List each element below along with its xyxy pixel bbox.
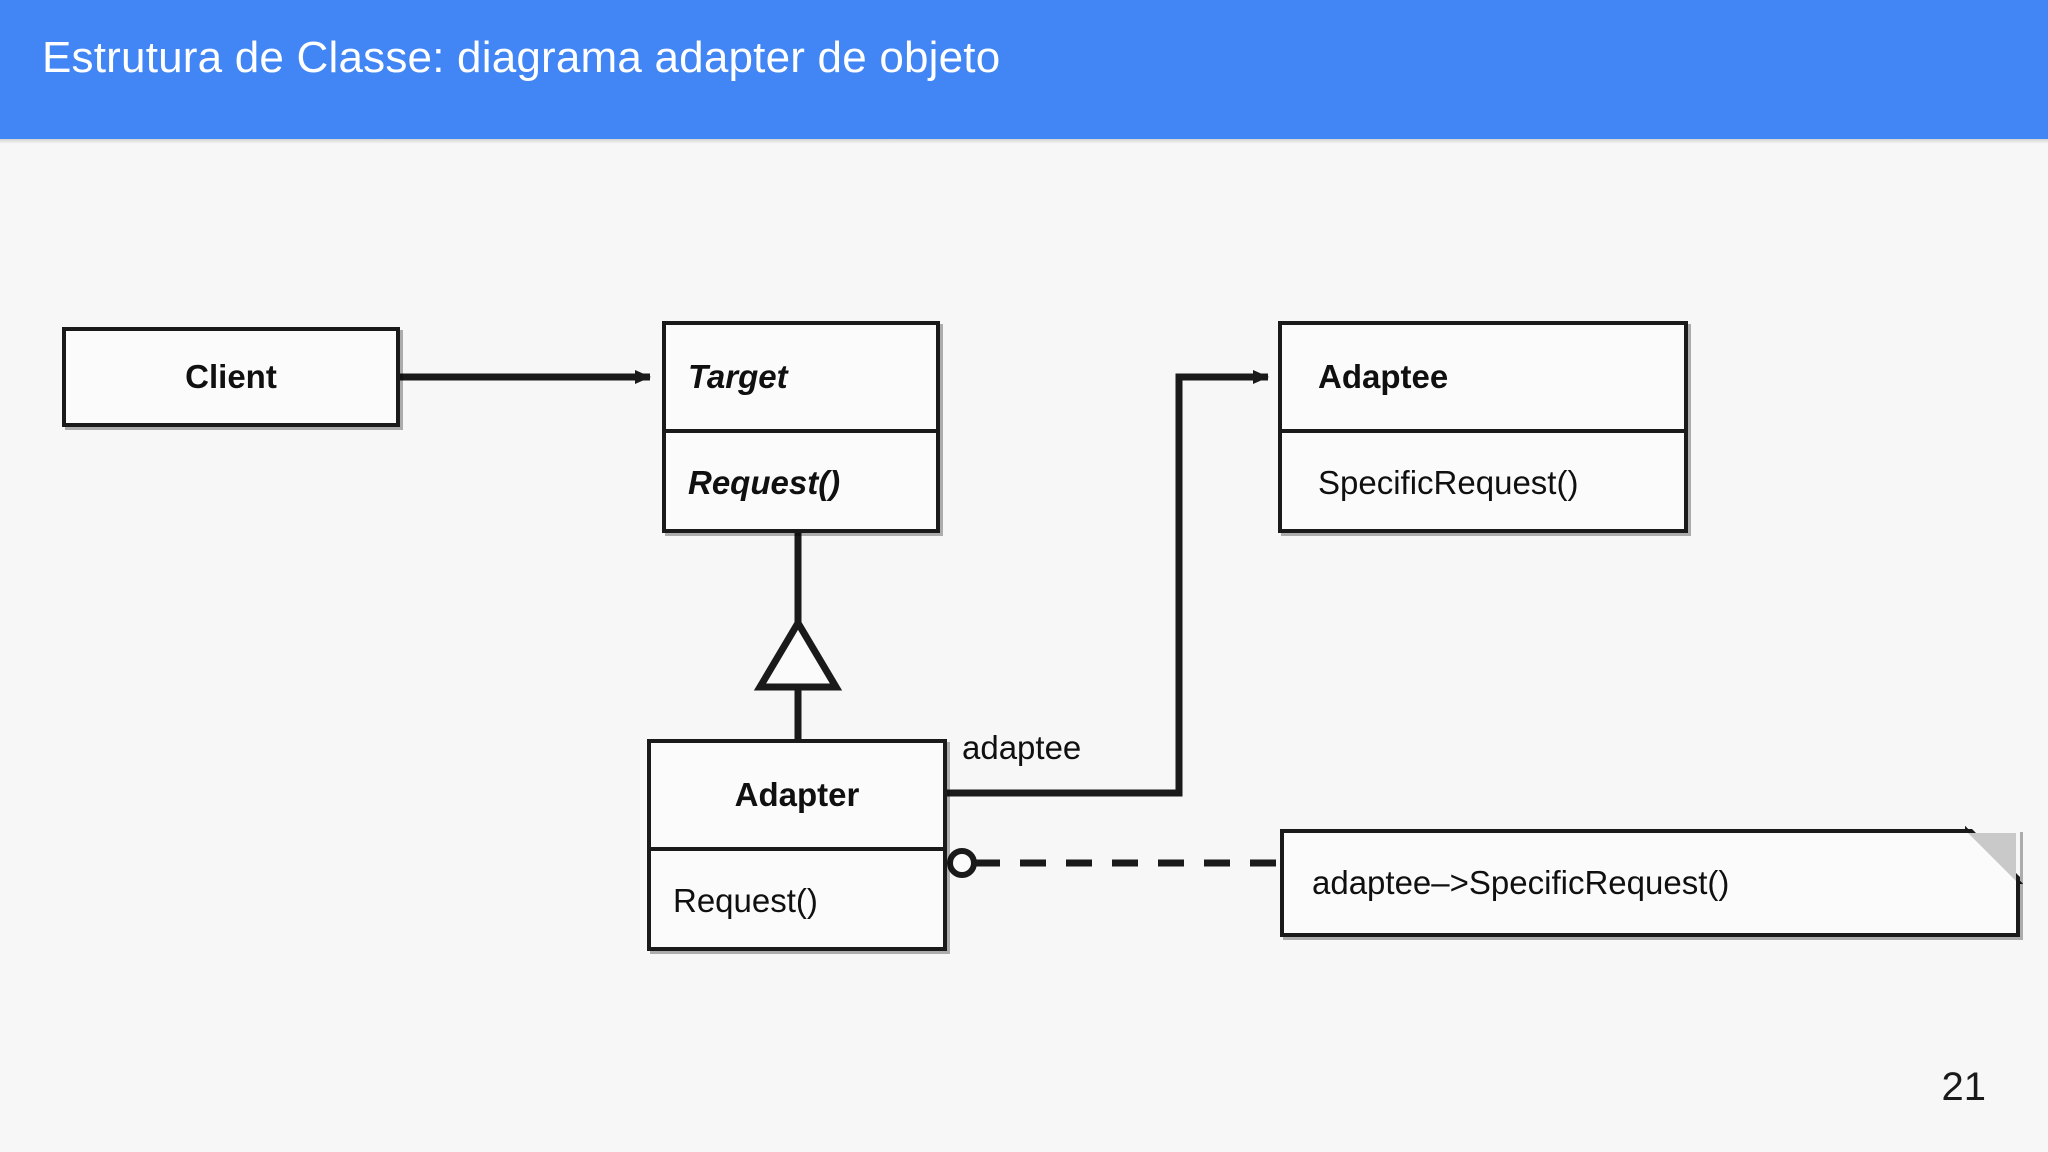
uml-class-adaptee[interactable]: Adaptee SpecificRequest()	[1278, 321, 1688, 533]
compartment-divider	[651, 847, 943, 851]
page-number: 21	[1941, 1065, 1987, 1109]
operation-socket-icon	[947, 848, 977, 878]
uml-diagram: Client Target Request() Adaptee Specific…	[62, 199, 2024, 1079]
class-operation-adaptee-specificrequest: SpecificRequest()	[1318, 464, 1579, 501]
uml-note[interactable]: adaptee–>SpecificRequest()	[1280, 829, 2020, 937]
class-name-adapter: Adapter	[734, 776, 860, 813]
page-title: Estrutura de Classe: diagrama adapter de…	[42, 33, 1001, 82]
note-text: adaptee–>SpecificRequest()	[1312, 864, 1730, 901]
association-role-label: adaptee	[962, 729, 1082, 766]
class-name-target: Target	[688, 358, 788, 395]
header-shadow	[0, 139, 2048, 144]
note-body	[1280, 829, 2020, 937]
slide-header: Estrutura de Classe: diagrama adapter de…	[0, 0, 2048, 139]
compartment-divider	[1282, 429, 1684, 433]
class-name-client: Client	[185, 358, 277, 395]
edge-adapter-to-adaptee	[947, 370, 1269, 797]
class-operation-target-request: Request()	[688, 464, 841, 501]
diagram-area: Client Target Request() Adaptee Specific…	[0, 139, 2048, 1152]
class-operation-adapter-request: Request()	[673, 882, 818, 919]
uml-class-client[interactable]: Client	[62, 327, 400, 427]
uml-class-adapter[interactable]: Adapter Request()	[647, 739, 947, 951]
uml-class-target[interactable]: Target Request()	[662, 321, 940, 533]
generalization-triangle	[753, 616, 843, 691]
class-name-adaptee: Adaptee	[1318, 358, 1449, 395]
compartment-divider	[666, 429, 936, 433]
